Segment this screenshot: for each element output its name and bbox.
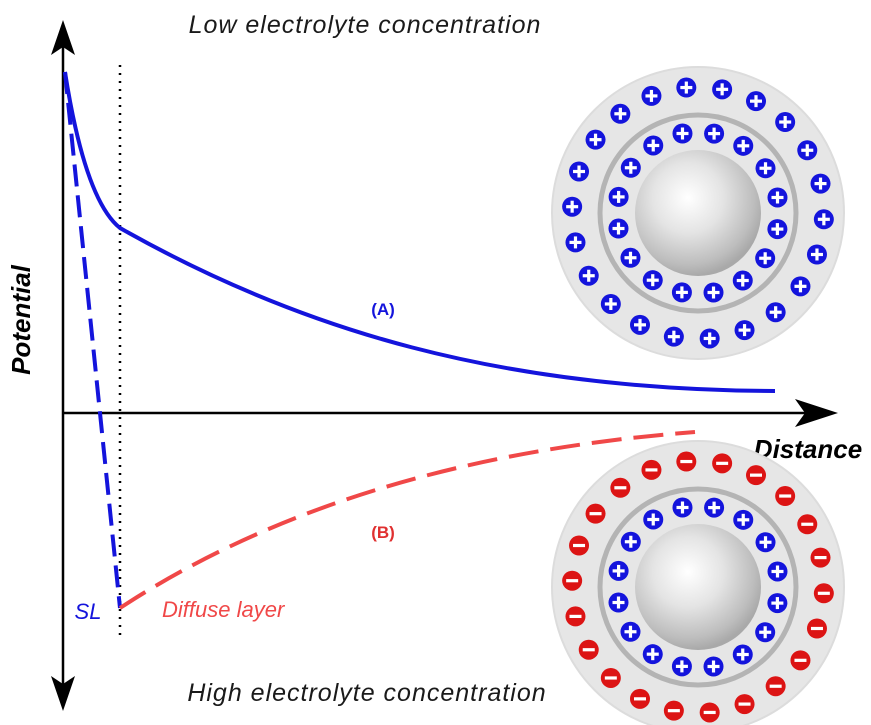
positive-ion-icon (600, 293, 621, 314)
diffuse-layer-label: Diffuse layer (162, 597, 286, 622)
positive-ion-icon (663, 326, 684, 347)
positive-ion-icon (755, 622, 776, 643)
positive-ion-icon (733, 509, 754, 530)
particle-core (635, 524, 761, 650)
negative-ion-icon (790, 650, 811, 671)
positive-ion-icon (806, 244, 827, 265)
top-title: Low electrolyte concentration (189, 11, 542, 39)
positive-ion-icon (767, 187, 788, 208)
positive-ion-icon (755, 158, 776, 179)
x-axis (63, 399, 838, 427)
negative-ion-icon (699, 702, 720, 723)
positive-ion-icon (642, 644, 663, 665)
positive-ion-icon (732, 644, 753, 665)
negative-ion-icon (565, 606, 586, 627)
stern-layer-drop (63, 71, 122, 609)
particle-high-concentration (551, 440, 845, 725)
negative-ion-icon (569, 535, 590, 556)
positive-ion-icon (810, 173, 831, 194)
positive-ion-icon (620, 531, 641, 552)
positive-ion-icon (732, 270, 753, 291)
positive-ion-icon (629, 314, 650, 335)
negative-ion-icon (610, 477, 631, 498)
positive-ion-icon (608, 560, 629, 581)
positive-ion-icon (767, 561, 788, 582)
positive-ion-icon (703, 282, 724, 303)
positive-ion-icon (733, 135, 754, 156)
positive-ion-icon (775, 112, 796, 133)
negative-ion-icon (676, 451, 697, 472)
negative-ion-icon (797, 514, 818, 535)
positive-ion-icon (671, 656, 692, 677)
positive-ion-icon (790, 276, 811, 297)
positive-ion-icon (813, 209, 834, 230)
positive-ion-icon (562, 196, 583, 217)
x-axis-label: Distance (754, 434, 862, 464)
positive-ion-icon (672, 123, 693, 144)
negative-ion-icon (734, 694, 755, 715)
positive-ion-icon (704, 497, 725, 518)
negative-ion-icon (746, 465, 767, 486)
positive-ion-icon (608, 186, 629, 207)
negative-ion-icon (629, 688, 650, 709)
positive-ion-icon (755, 532, 776, 553)
stern-layer-label: SL (75, 599, 102, 624)
negative-ion-icon (585, 503, 606, 524)
positive-ion-icon (676, 77, 697, 98)
negative-ion-icon (600, 667, 621, 688)
negative-ion-icon (765, 676, 786, 697)
positive-ion-icon (610, 103, 631, 124)
curve-a (63, 71, 776, 393)
up-arrow-icon (51, 20, 75, 55)
positive-ion-icon (608, 592, 629, 613)
positive-ion-icon (746, 91, 767, 112)
positive-ion-icon (578, 265, 599, 286)
positive-ion-icon (620, 621, 641, 642)
positive-ion-icon (703, 656, 724, 677)
positive-ion-icon (767, 219, 788, 240)
positive-ion-icon (671, 282, 692, 303)
positive-ion-icon (585, 129, 606, 150)
negative-ion-icon (663, 700, 684, 721)
curve-b (118, 430, 696, 610)
right-arrow-icon (795, 399, 838, 427)
negative-ion-icon (775, 486, 796, 507)
positive-ion-icon (641, 85, 662, 106)
down-arrow-icon (51, 676, 75, 711)
negative-ion-icon (810, 547, 831, 568)
positive-ion-icon (569, 161, 590, 182)
negative-ion-icon (813, 583, 834, 604)
negative-ion-icon (641, 459, 662, 480)
positive-ion-icon (620, 247, 641, 268)
particle-core (635, 150, 761, 276)
positive-ion-icon (712, 79, 733, 100)
positive-ion-icon (704, 123, 725, 144)
positive-ion-icon (642, 270, 663, 291)
negative-ion-icon (578, 639, 599, 660)
positive-ion-icon (699, 328, 720, 349)
positive-ion-icon (734, 320, 755, 341)
positive-ion-icon (643, 135, 664, 156)
negative-ion-icon (806, 618, 827, 639)
particle-low-concentration (551, 66, 845, 360)
y-axis-label: Potential (6, 264, 36, 375)
positive-ion-icon (767, 593, 788, 614)
positive-ion-icon (755, 248, 776, 269)
negative-ion-icon (712, 453, 733, 474)
positive-ion-icon (608, 218, 629, 239)
positive-ion-icon (620, 157, 641, 178)
negative-ion-icon (562, 570, 583, 591)
curve-a-label: (A) (371, 300, 395, 319)
curve-b-label: (B) (371, 523, 395, 542)
positive-ion-icon (765, 302, 786, 323)
positive-ion-icon (643, 509, 664, 530)
positive-ion-icon (565, 232, 586, 253)
y-axis (51, 20, 75, 711)
bottom-title: High electrolyte concentration (187, 679, 546, 707)
positive-ion-icon (672, 497, 693, 518)
positive-ion-icon (797, 140, 818, 161)
